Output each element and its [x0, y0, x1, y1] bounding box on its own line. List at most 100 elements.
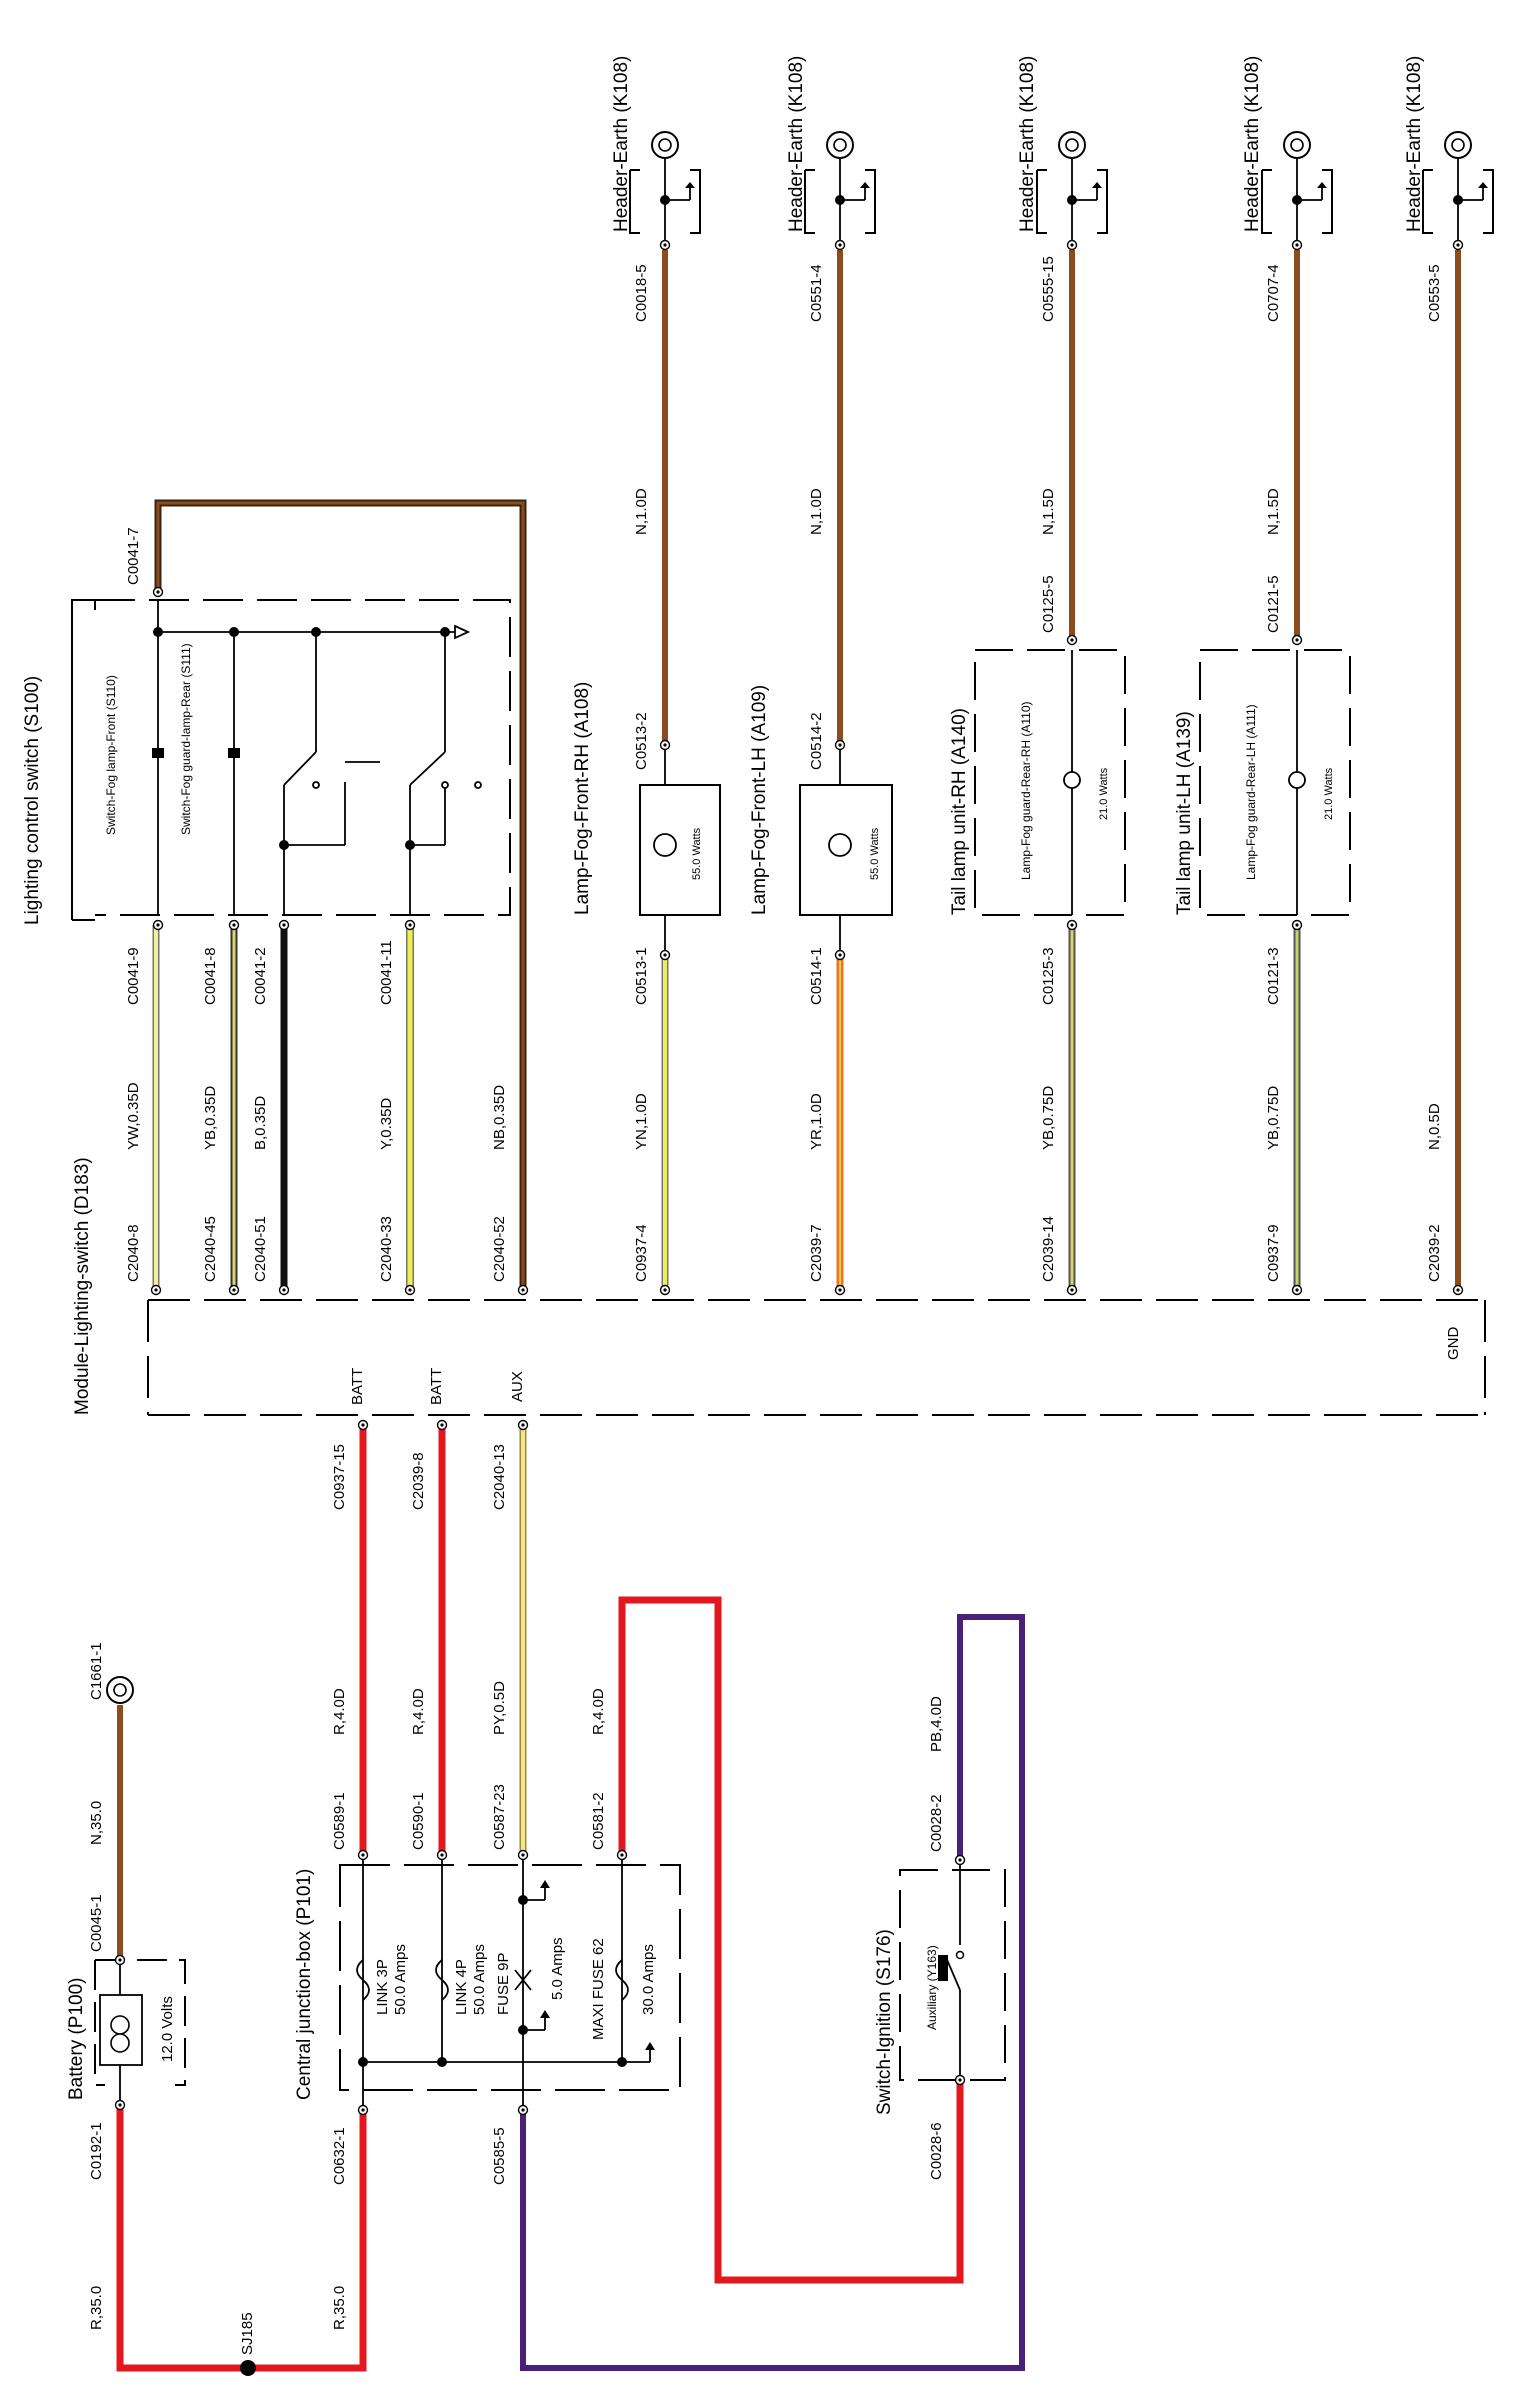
conn-c0121-5: C0121-5 — [1265, 575, 1282, 633]
conn-c0513-1: C0513-1 — [633, 947, 650, 1005]
wire-label-r4-c: R,4.0D — [590, 1688, 607, 1735]
conn-c0555-15: C0555-15 — [1040, 256, 1057, 322]
lamp-fog-front-rh — [639, 745, 721, 955]
header-earth-label-4: Header-Earth (K108) — [1242, 56, 1263, 232]
tail-lh-lamp-label: Lamp-Fog guard-Rear-LH (A111) — [1244, 704, 1258, 880]
lighting-switch-box — [71, 599, 511, 921]
pin-batt-1: BATT — [349, 1368, 366, 1405]
wire-label-n1-lh: N,1.0D — [808, 488, 825, 535]
link4p-amps: 50.0 Amps — [471, 1944, 488, 2015]
switch-internals — [152, 600, 482, 915]
wire-label-r35-b: R,35.0 — [331, 2286, 348, 2330]
junction-box-label: Central junction-box (P101) — [294, 1869, 315, 2100]
wire-label-py: PY,0.5D — [491, 1681, 508, 1735]
lamp-fog-front-lh — [799, 745, 893, 955]
wire-label-pb: PB,4.0D — [928, 1696, 945, 1752]
conn-c0192-1: C0192-1 — [88, 2122, 105, 2180]
lamp-lh-watts: 55.0 Watts — [869, 827, 881, 880]
wire-label-r35-a: R,35.0 — [88, 2286, 105, 2330]
fuse9p-label: FUSE 9P — [495, 1952, 512, 2015]
switch-ignition — [899, 1860, 1006, 2081]
conn-c2040-13: C2040-13 — [491, 1444, 508, 1510]
wire-label-n35: N,35.0 — [88, 1801, 105, 1845]
header-earth-label-3: Header-Earth (K108) — [1017, 56, 1038, 232]
link3p-label: LINK 3P — [374, 1959, 391, 2015]
conn-c0553-5: C0553-5 — [1426, 264, 1443, 322]
conn-c0125-5: C0125-5 — [1040, 575, 1057, 633]
wire-nb-brown-black — [154, 499, 527, 1290]
link3p-amps: 50.0 Amps — [392, 1944, 409, 2015]
wire-n-brown-to-earth — [662, 250, 1300, 745]
tail-rh-watts: 21.0 Watts — [1098, 767, 1110, 820]
wire-label-yb75-lh: YB,0.75D — [1265, 1086, 1282, 1150]
wire-label-yb: YB,0.35D — [202, 1086, 219, 1150]
fog-front-switch-label: Switch-Fog lamp-Front (S110) — [104, 675, 118, 835]
connector-labels: C0041-7 C0041-9 C0041-8 C0041-2 C0041-11… — [88, 256, 1443, 2185]
tail-rh-lamp-label: Lamp-Fog guard-Rear-RH (A110) — [1019, 701, 1033, 880]
wire-label-n05: N,0.5D — [1426, 1103, 1443, 1150]
wire-label-yw: YW,0.35D — [125, 1082, 142, 1150]
link4p-label: LINK 4P — [453, 1959, 470, 2015]
maxi62-label: MAXI FUSE 62 — [590, 1938, 607, 2040]
conn-c0041-9: C0041-9 — [125, 947, 142, 1005]
conn-c0514-1: C0514-1 — [808, 947, 825, 1005]
conn-c0707-4: C0707-4 — [1265, 264, 1282, 322]
pin-gnd: GND — [1445, 1327, 1462, 1361]
tail-lamp-lh-box — [1199, 649, 1351, 916]
tail-lh-watts: 21.0 Watts — [1323, 767, 1335, 820]
battery-ground-ring — [106, 1676, 134, 1704]
pin-batt-2: BATT — [428, 1368, 445, 1405]
conn-c2039-14: C2039-14 — [1040, 1216, 1057, 1282]
fuse9p-amps: 5.0 Amps — [549, 1937, 566, 2000]
connector-eyes — [114, 239, 1464, 2116]
conn-c0587-23: C0587-23 — [491, 1784, 508, 1850]
conn-c0121-3: C0121-3 — [1265, 947, 1282, 1005]
conn-c0514-2: C0514-2 — [808, 712, 825, 770]
tail-lamp-rh-box — [974, 649, 1126, 916]
maxi62-amps: 30.0 Amps — [640, 1944, 657, 2015]
conn-c0551-4: C0551-4 — [808, 264, 825, 322]
wire-label-yr: YR,1.0D — [808, 1093, 825, 1150]
wire-label-n1-rh: N,1.0D — [633, 488, 650, 535]
conn-c0125-3: C0125-3 — [1040, 947, 1057, 1005]
conn-c2039-8: C2039-8 — [410, 1452, 427, 1510]
conn-c2040-45: C2040-45 — [202, 1216, 219, 1282]
lamp-lh-label: Lamp-Fog-Front-LH (A109) — [749, 685, 770, 915]
conn-c2039-2: C2039-2 — [1426, 1224, 1443, 1282]
wire-labels: YW,0.35D YB,0.35D B,0.35D Y,0.35D NB,0.3… — [88, 488, 1443, 2330]
conn-c0513-2: C0513-2 — [633, 712, 650, 770]
wire-pb-purple — [520, 1614, 1025, 2371]
conn-c0041-11: C0041-11 — [378, 940, 395, 1005]
lamp-rh-watts: 55.0 Watts — [691, 827, 703, 880]
header-earth-label-1: Header-Earth (K108) — [611, 56, 632, 232]
wire-label-n15-lh: N,1.5D — [1265, 488, 1282, 535]
wire-label-y: Y,0.35D — [378, 1098, 395, 1150]
tail-lh-label: Tail lamp unit-LH (A139) — [1174, 711, 1195, 915]
splice-sj185 — [240, 2360, 256, 2376]
header-earth-label-2: Header-Earth (K108) — [786, 56, 807, 232]
conn-c0632-1: C0632-1 — [331, 2127, 348, 2185]
module-label: Module-Lighting-switch (D183) — [72, 1157, 93, 1415]
wire-label-r4-a: R,4.0D — [331, 1688, 348, 1735]
conn-c0041-7: C0041-7 — [125, 527, 142, 585]
header-earth-symbols — [629, 131, 1494, 245]
battery-label: Battery (P100) — [66, 1978, 87, 2101]
conn-c0937-15: C0937-15 — [331, 1444, 348, 1510]
wire-label-r4-b: R,4.0D — [410, 1688, 427, 1735]
pin-labels: BATT BATT AUX GND — [349, 1327, 1462, 1406]
conn-c0045-1: C0045-1 — [88, 1894, 105, 1952]
conn-c1661-1: C1661-1 — [88, 1642, 105, 1700]
wire-label-nb: NB,0.35D — [491, 1085, 508, 1150]
conn-c0937-4: C0937-4 — [633, 1224, 650, 1282]
wire-label-n15-rh: N,1.5D — [1040, 488, 1057, 535]
conn-c2040-52: C2040-52 — [491, 1216, 508, 1282]
conn-c0590-1: C0590-1 — [410, 1792, 427, 1850]
component-labels: Header-Earth (K108) Header-Earth (K108) … — [22, 56, 1425, 2355]
pin-aux: AUX — [509, 1371, 526, 1402]
battery-volts: 12.0 Volts — [159, 1996, 176, 2062]
conn-c2039-7: C2039-7 — [808, 1224, 825, 1282]
conn-c0041-2: C0041-2 — [252, 947, 269, 1005]
conn-c0589-1: C0589-1 — [331, 1792, 348, 1850]
conn-c0028-6: C0028-6 — [928, 2122, 945, 2180]
